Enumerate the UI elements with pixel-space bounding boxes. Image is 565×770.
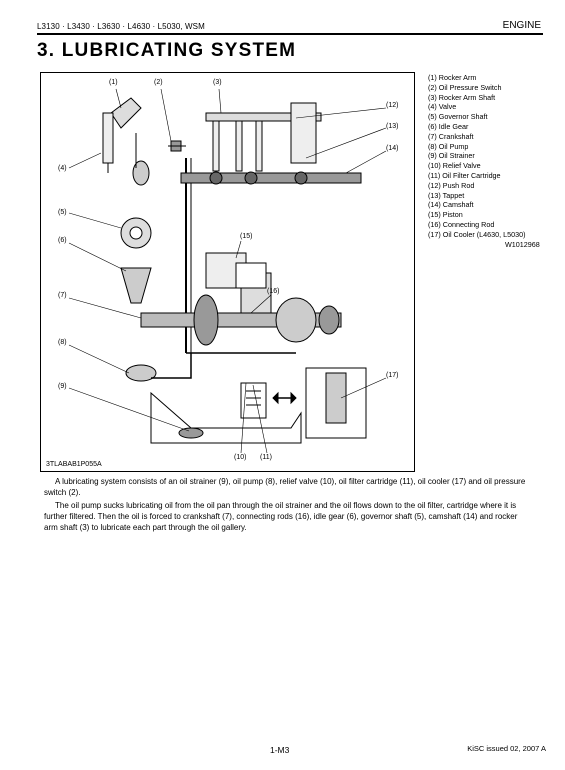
callout-13: (13): [386, 123, 399, 130]
legend-item: (16) Connecting Rod: [428, 219, 495, 229]
callout-15: (15): [240, 233, 253, 240]
paragraph-oil-flow: The oil pump sucks lubricating oil from …: [44, 501, 518, 532]
callout-16: (16): [267, 288, 280, 295]
legend-item: (13) Tappet: [428, 190, 465, 200]
diagram-drawing: [68, 88, 387, 454]
callout-7: (7): [58, 292, 67, 299]
callout-10: (10): [234, 454, 247, 461]
legend-item: (6) Idle Gear: [428, 121, 469, 131]
header-section: ENGINE: [502, 20, 541, 31]
legend-item: (1) Rocker Arm: [428, 73, 477, 82]
callout-4: (4): [58, 165, 67, 172]
callout-6: (6): [58, 237, 67, 244]
legend-item: (10) Relief Valve: [428, 161, 481, 171]
parts-legend: (1) Rocker Arm (2) Oil Pressure Switch (…: [428, 73, 525, 240]
callout-2: (2): [154, 79, 163, 86]
legend-item: (11) Oil Filter Cartridge: [428, 170, 501, 180]
callout-3: (3): [213, 79, 222, 86]
legend-item: (14) Camshaft: [428, 200, 474, 210]
callout-12: (12): [386, 102, 399, 109]
legend-item: (5) Governor Shaft: [428, 112, 488, 122]
paragraph-intro: A lubricating system consists of an oil …: [44, 477, 526, 497]
document-id: W1012968: [505, 240, 540, 249]
header-rule: [37, 33, 543, 35]
legend-item: (8) Oil Pump: [428, 141, 469, 151]
lubrication-diagram: (1) (2) (3) (4) (5) (6) (7) (8) (9) (10)…: [40, 72, 415, 472]
callout-5: (5): [58, 209, 67, 216]
legend-item: (17) Oil Cooler (L4630, L5030): [428, 229, 526, 239]
page-number: 1-M3: [270, 745, 290, 755]
callout-1: (1): [109, 79, 118, 86]
legend-item: (7) Crankshaft: [428, 131, 474, 141]
header-models: L3130 · L3430 · L3630 · L4630 · L5030, W…: [37, 22, 205, 31]
page-title: 3. LUBRICATING SYSTEM: [37, 40, 297, 61]
legend-item: (15) Piston: [428, 210, 463, 220]
legend-item: (3) Rocker Arm Shaft: [428, 92, 496, 102]
legend-item: (9) Oil Strainer: [428, 151, 475, 161]
legend-item: (4) Valve: [428, 102, 457, 112]
legend-item: (2) Oil Pressure Switch: [428, 82, 502, 92]
legend-item: (12) Push Rod: [428, 180, 475, 190]
callout-9: (9): [58, 383, 67, 390]
callout-8: (8): [58, 339, 67, 346]
issue-label: KiSC issued 02, 2007 A: [467, 744, 546, 753]
figure-id: 3TLABAB1P055A: [46, 461, 102, 468]
callout-17: (17): [386, 372, 399, 379]
callout-14: (14): [386, 145, 399, 152]
callout-11: (11): [260, 454, 272, 461]
